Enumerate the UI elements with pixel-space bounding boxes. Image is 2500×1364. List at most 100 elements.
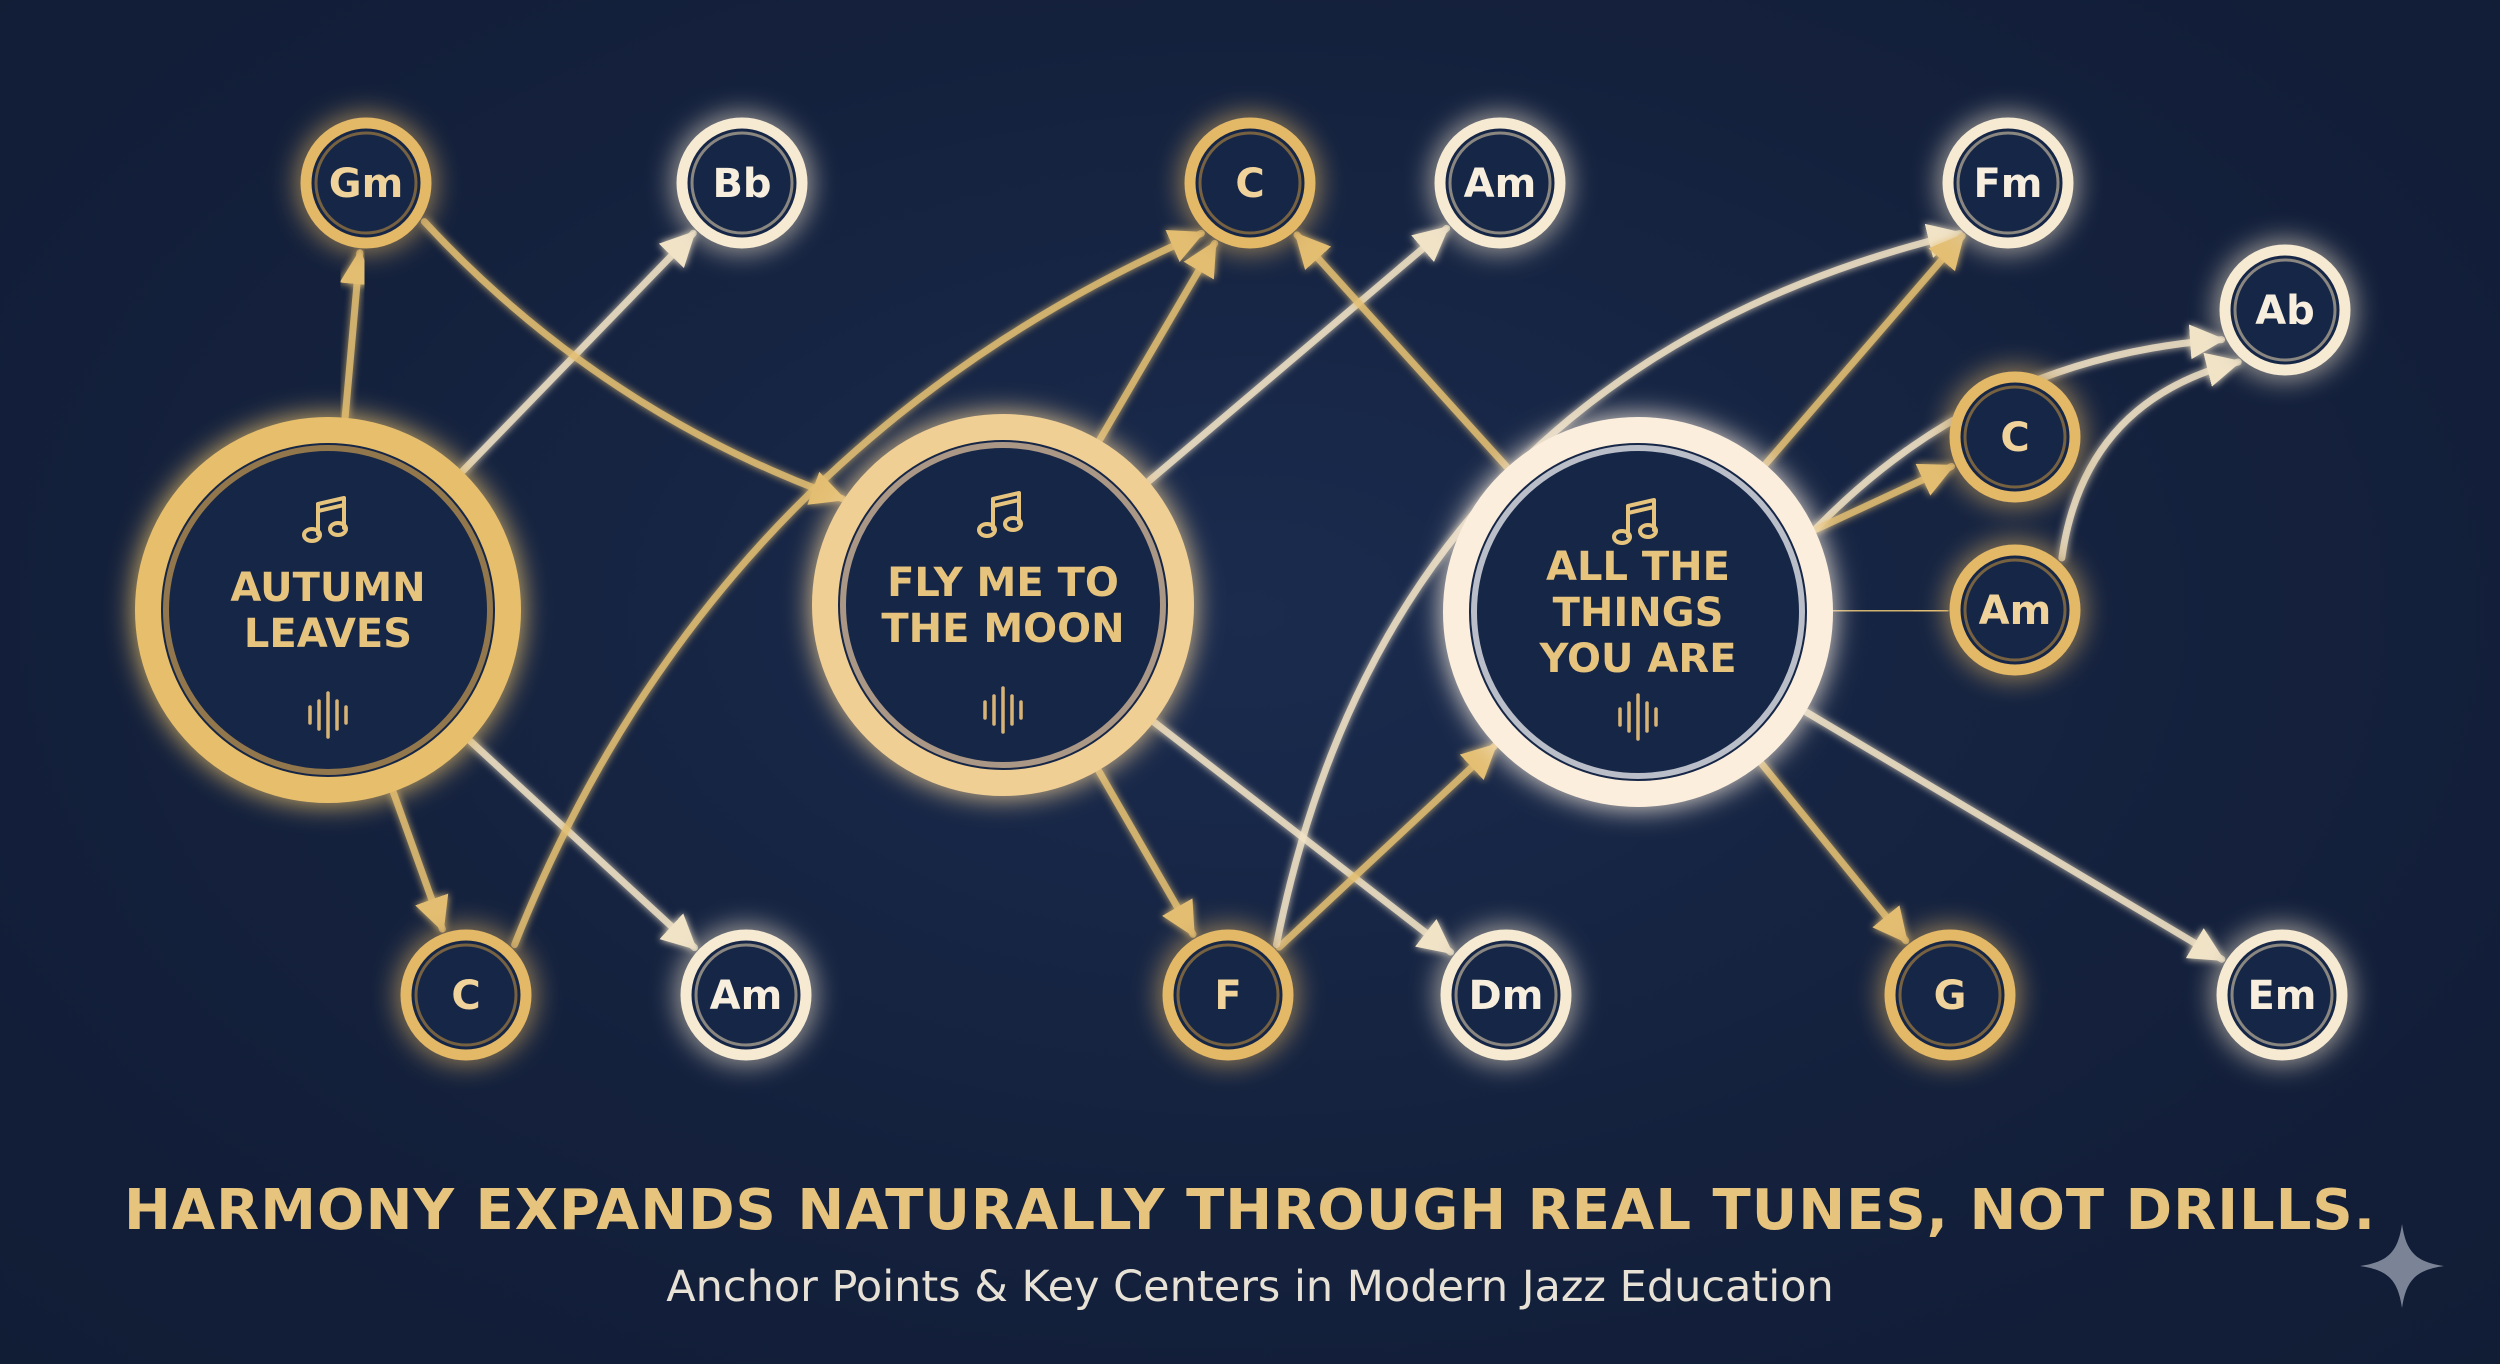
music-note-icon xyxy=(302,496,348,543)
chord-ring xyxy=(680,929,812,1061)
chord-inner-ring xyxy=(1963,385,2067,489)
chord-ring xyxy=(300,117,432,249)
chord-node-c1[interactable]: C xyxy=(1184,117,1316,249)
chord-ring xyxy=(1949,371,2081,503)
chord-label: Am xyxy=(1464,161,1537,207)
edge-f-to-allthings xyxy=(1275,742,1499,951)
chord-inner-ring xyxy=(1454,943,1558,1047)
hub-title-line: LEAVES xyxy=(244,611,412,657)
chord-label: C xyxy=(2000,415,2029,461)
music-note-icon xyxy=(1612,498,1658,545)
chord-ring xyxy=(2216,929,2348,1061)
chord-node-dm[interactable]: Dm xyxy=(1440,929,1572,1061)
chord-inner-ring xyxy=(1448,131,1552,235)
edge-allthings-to-c1 xyxy=(1293,231,1511,471)
subtitle: Anchor Points & Key Centers in Modern Ja… xyxy=(666,1262,1834,1312)
chord-inner-ring xyxy=(694,943,798,1047)
hub-title-line: THE MOON xyxy=(881,606,1124,652)
hub-inner-ring xyxy=(163,445,493,775)
edge-flyme-to-c1 xyxy=(1096,239,1219,443)
edge-autumn-to-am2 xyxy=(467,737,699,952)
edge-allthings-to-fm xyxy=(1762,232,1966,468)
hub-inner-ring xyxy=(1471,445,1805,779)
chord-node-am1[interactable]: Am xyxy=(1434,117,1566,249)
chord-inner-ring xyxy=(1956,131,2060,235)
chord-inner-ring xyxy=(1176,943,1280,1047)
hub-title-line: FLY ME TO xyxy=(887,560,1119,606)
hub-title-line: THINGS xyxy=(1553,590,1724,636)
hub-title-line: AUTUMN xyxy=(230,565,425,611)
chord-ring xyxy=(1949,544,2081,676)
chord-node-ab[interactable]: Ab xyxy=(2219,244,2351,376)
edge-allthings-to-em xyxy=(1802,708,2226,963)
chord-node-am2[interactable]: Am xyxy=(680,929,812,1061)
sound-wave-icon xyxy=(1618,693,1658,741)
chord-label: Bb xyxy=(712,161,771,207)
edge-allthings-to-g xyxy=(1758,760,1910,945)
chord-inner-ring xyxy=(314,131,418,235)
edges-layer xyxy=(339,218,2242,963)
hub-ring xyxy=(1443,417,1833,807)
chord-node-fm[interactable]: Fm xyxy=(1942,117,2074,249)
chord-inner-ring xyxy=(1963,558,2067,662)
hub-inner-ring xyxy=(840,442,1166,768)
hub-ring xyxy=(135,417,521,803)
chord-ring xyxy=(1942,117,2074,249)
chord-label: G xyxy=(1934,973,1967,1019)
chord-node-am3[interactable]: Am xyxy=(1949,544,2081,676)
chord-label: C xyxy=(1235,161,1264,207)
chord-inner-ring xyxy=(2230,943,2334,1047)
music-note-icon xyxy=(977,491,1023,538)
chord-node-g[interactable]: G xyxy=(1884,929,2016,1061)
chord-ring xyxy=(1434,117,1566,249)
chord-label: F xyxy=(1214,973,1241,1019)
chord-node-c3[interactable]: C xyxy=(1949,371,2081,503)
edge-flyme-to-f xyxy=(1095,767,1197,938)
hub-title-line: YOU ARE xyxy=(1538,636,1736,682)
chord-ring xyxy=(676,117,808,249)
headline: HARMONY EXPANDS NATURALLY THROUGH REAL T… xyxy=(123,1178,2377,1243)
chord-inner-ring xyxy=(690,131,794,235)
edge-am3-to-ab xyxy=(2058,352,2242,562)
chord-ring xyxy=(1184,117,1316,249)
chord-node-gm[interactable]: Gm xyxy=(300,117,432,249)
chord-label: Am xyxy=(710,973,783,1019)
edge-autumn-to-gm xyxy=(339,249,375,421)
edge-allthings-to-am3 xyxy=(1830,593,1949,629)
chord-ring xyxy=(1884,929,2016,1061)
chord-node-em[interactable]: Em xyxy=(2216,929,2348,1061)
chord-label: Ab xyxy=(2255,288,2315,334)
chord-node-f[interactable]: F xyxy=(1162,929,1294,1061)
chord-ring xyxy=(1440,929,1572,1061)
edge-autumn-to-c2 xyxy=(389,789,449,933)
sound-wave-icon xyxy=(983,686,1023,734)
chord-label: Dm xyxy=(1469,973,1544,1019)
chord-node-bb[interactable]: Bb xyxy=(676,117,808,249)
chord-node-c2[interactable]: C xyxy=(400,929,532,1061)
hub-title-line: ALL THE xyxy=(1546,544,1730,590)
chord-ring xyxy=(2219,244,2351,376)
chord-ring xyxy=(1162,929,1294,1061)
edge-autumn-to-bb xyxy=(459,229,697,475)
edge-gm-to-flyme xyxy=(420,218,847,505)
chord-inner-ring xyxy=(1898,943,2002,1047)
chord-label: Fm xyxy=(1973,161,2042,207)
chord-inner-ring xyxy=(414,943,518,1047)
hub-ring xyxy=(812,414,1194,796)
sound-wave-icon xyxy=(308,691,348,739)
chord-label: Am xyxy=(1979,588,2052,634)
edge-c2-to-c1 xyxy=(511,229,1205,949)
chord-ring xyxy=(400,929,532,1061)
chord-inner-ring xyxy=(2233,258,2337,362)
chord-label: C xyxy=(451,973,480,1019)
chord-inner-ring xyxy=(1198,131,1302,235)
edge-flyme-to-am1 xyxy=(1145,224,1451,485)
chord-label: Em xyxy=(2247,973,2316,1019)
edge-allthings-to-c3 xyxy=(1812,462,1956,533)
